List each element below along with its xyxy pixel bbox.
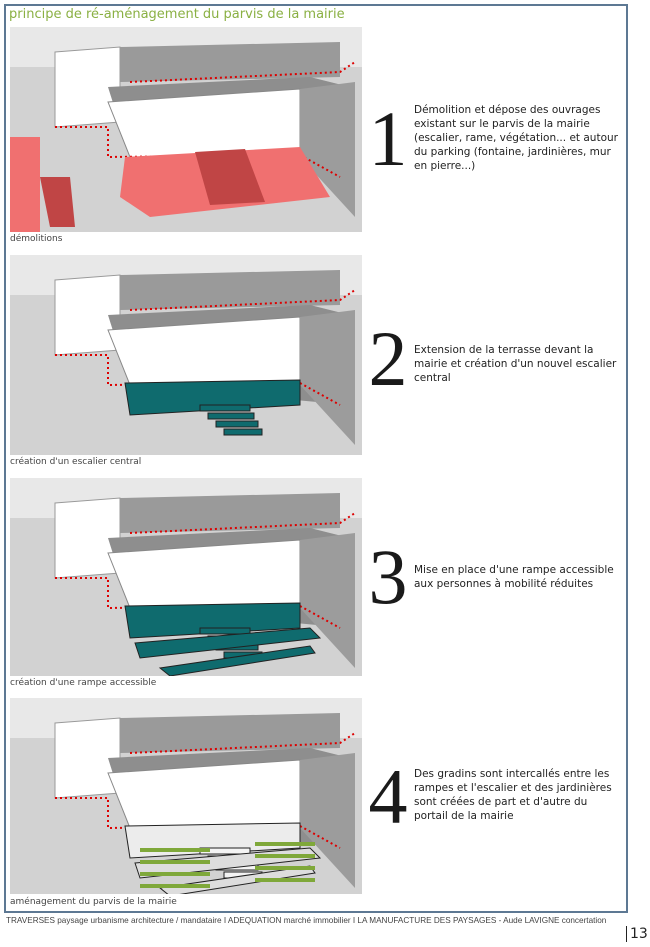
stair-step (207, 412, 255, 420)
limit-top (129, 289, 356, 311)
caption-2: création d'un escalier central (10, 457, 142, 467)
planter (140, 860, 210, 864)
roof-back (120, 270, 340, 310)
roof-back (120, 42, 340, 82)
roof-back (120, 493, 340, 533)
limit-top (129, 732, 356, 754)
limit-top (129, 512, 356, 534)
planter (255, 866, 315, 870)
demolition-parking (40, 177, 75, 227)
limit-top (129, 61, 356, 83)
building-right (300, 533, 355, 668)
planter (255, 878, 315, 882)
caption-1: démolitions (10, 234, 63, 244)
stair-step (223, 428, 263, 436)
planter (140, 872, 210, 876)
step-text-1: Démolition et dépose des ouvrages exista… (414, 104, 618, 172)
stair-step (199, 404, 251, 412)
terrace (124, 602, 301, 639)
planter (140, 848, 210, 852)
footer-credits: TRAVERSES paysage urbanisme architecture… (6, 916, 607, 925)
caption-4: aménagement du parvis de la mairie (10, 897, 177, 907)
terrace (124, 379, 301, 416)
page-frame (4, 4, 628, 913)
planter (255, 854, 315, 858)
page-title: principe de ré-aménagement du parvis de … (9, 7, 345, 22)
building-right (300, 82, 355, 217)
caption-3: création d'une rampe accessible (10, 678, 157, 688)
step-text-4: Des gradins sont intercallés entre les r… (414, 768, 612, 822)
step-text-2: Extension de la terrasse devant la mairi… (414, 344, 617, 384)
step-number-4: 4 (368, 758, 408, 836)
step-number-2: 2 (368, 320, 408, 398)
ramp-lower (158, 645, 316, 676)
building-right (300, 753, 355, 888)
render-central-stair (10, 255, 362, 455)
old-stair (195, 149, 265, 205)
ramp (134, 627, 322, 659)
render-ramp (10, 478, 362, 676)
stair-step (215, 420, 259, 428)
demolition-limit (55, 126, 341, 178)
demolition-limit (55, 577, 341, 629)
demolition-limit (55, 354, 341, 406)
step-number-3: 3 (368, 538, 408, 616)
planter (255, 842, 315, 846)
roof-back (120, 713, 340, 753)
building-right (300, 310, 355, 445)
page-number: 13 (626, 926, 648, 942)
step-number-1: 1 (368, 100, 408, 178)
demolition-left (10, 137, 40, 232)
render-final-parvis (10, 698, 362, 894)
render-demolitions (10, 27, 362, 232)
demolition-limit (55, 797, 341, 849)
planter (140, 884, 210, 888)
step-text-3: Mise en place d'une rampe accessible aux… (414, 564, 614, 590)
stair-step (199, 627, 251, 635)
